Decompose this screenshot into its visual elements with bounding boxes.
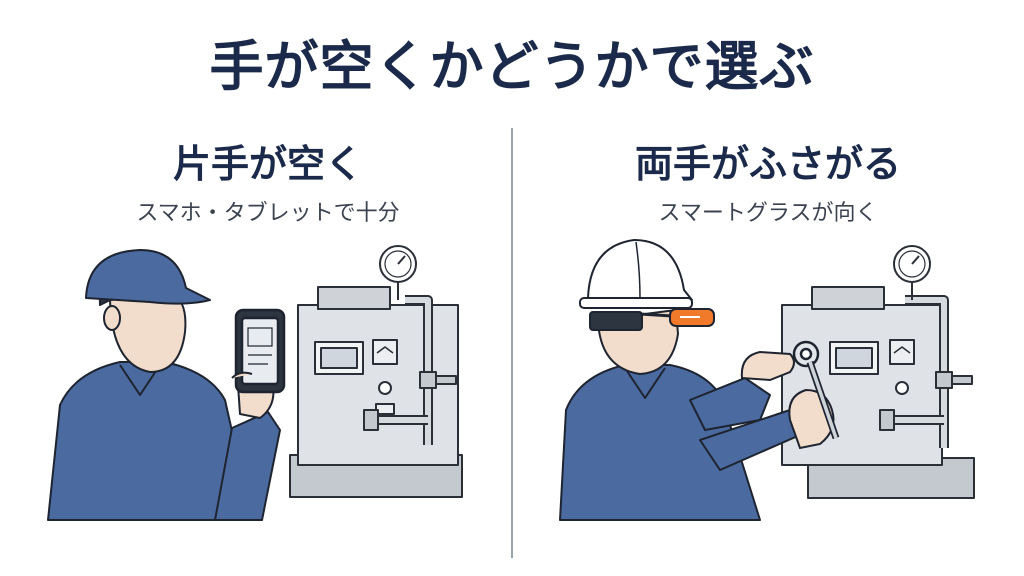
smartphone-icon [231, 308, 286, 394]
left-heading: 片手が空く [172, 142, 363, 186]
pressure-gauge-icon-right [893, 245, 931, 300]
left-subheading: スマホ・タブレットで十分 [136, 201, 400, 226]
hard-hat-figure [559, 239, 801, 521]
page-title: 手が空くかどうかで選ぶ [209, 35, 815, 98]
worker-cap-figure [47, 249, 281, 521]
right-heading: 両手がふさがる [634, 142, 901, 186]
machine-panel-right [781, 286, 975, 499]
wrench-icon [792, 340, 840, 440]
pressure-gauge-icon [379, 245, 417, 300]
right-subheading: スマートグラスが向く [658, 201, 878, 226]
smart-glasses-icon [639, 308, 715, 327]
center-divider [511, 128, 513, 558]
machine-panel [289, 286, 463, 498]
